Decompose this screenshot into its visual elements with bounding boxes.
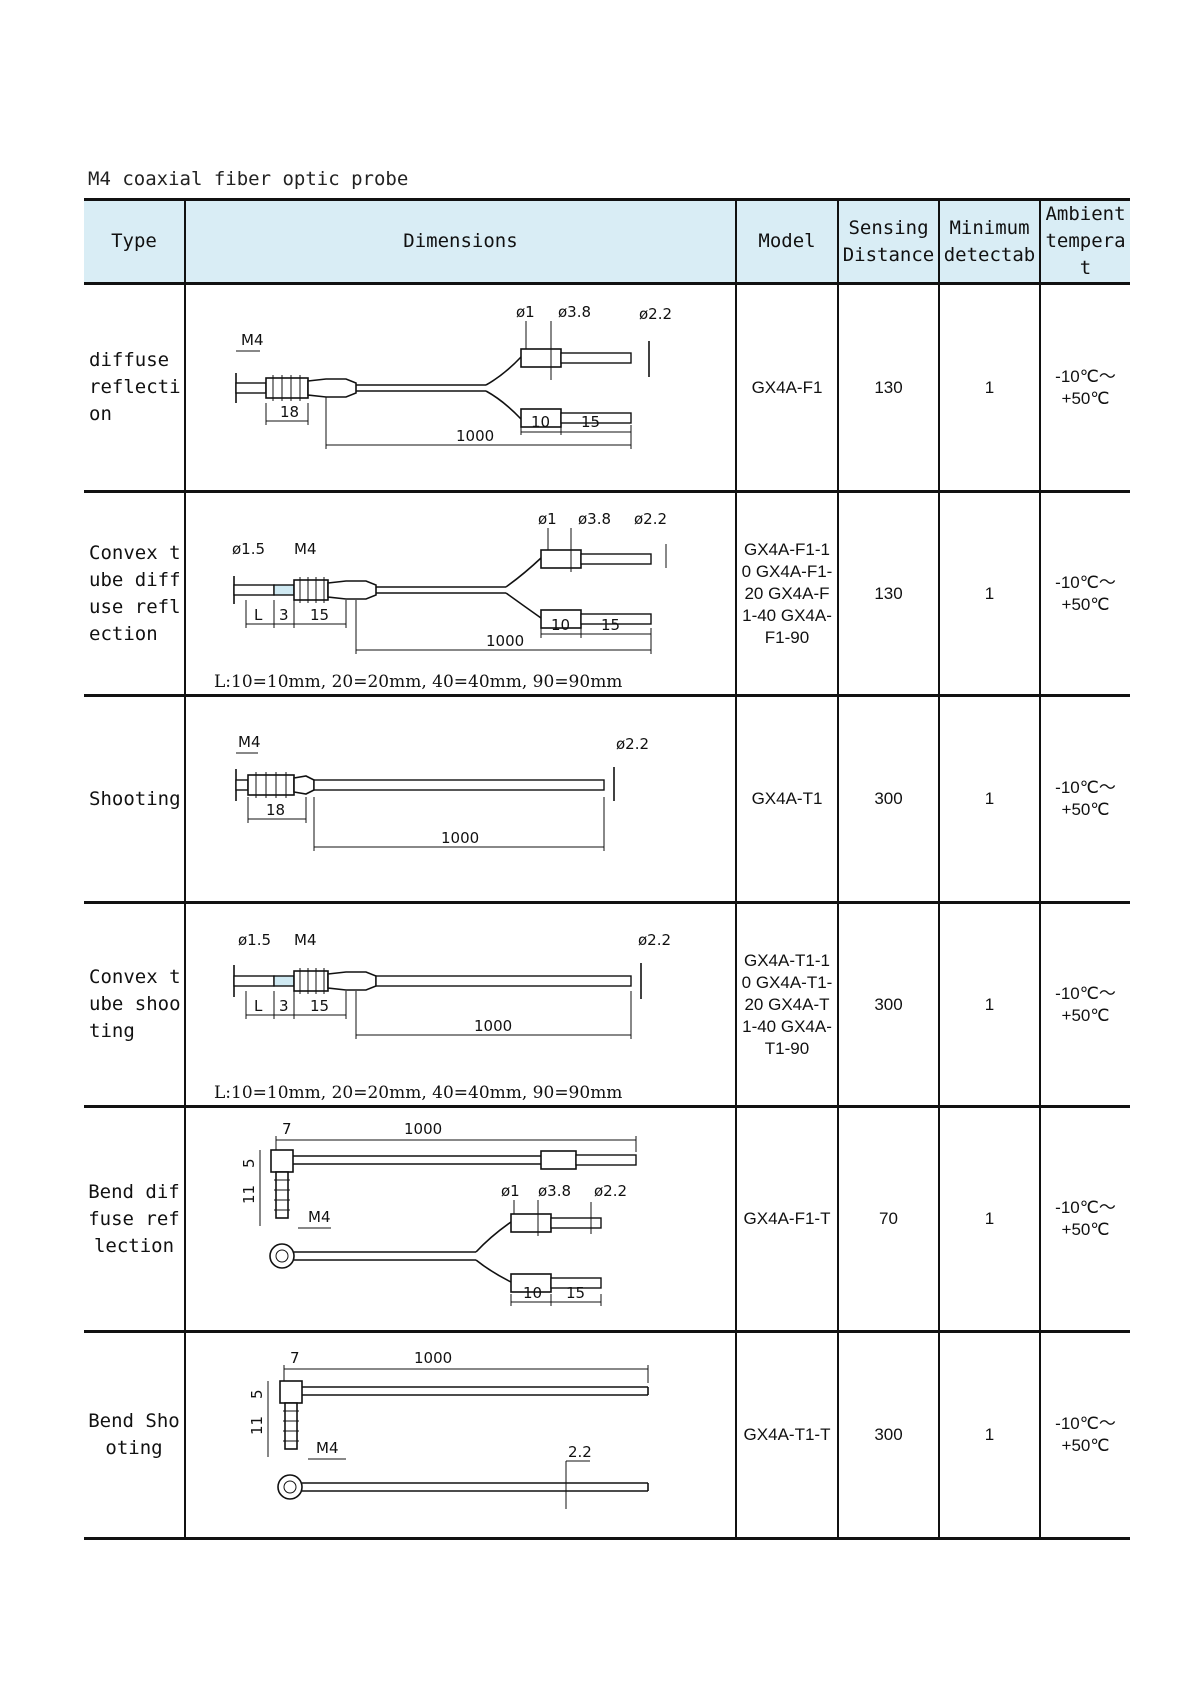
type-cell: diffuse reflection <box>84 283 186 493</box>
dim-thread: M4 <box>241 331 264 349</box>
col-minimum: Minimum detectab <box>938 198 1041 285</box>
dim-tube: ø1.5 <box>232 540 265 558</box>
minimum-cell: 1 <box>938 695 1041 904</box>
dimension-drawing: 7 1000 5 11 M4 <box>184 1106 737 1333</box>
dim-w: 7 <box>282 1120 292 1138</box>
dim-l4: 15 <box>566 1284 585 1302</box>
col-ambient: Ambient temperat <box>1039 198 1130 285</box>
ambient-cell: -10℃～+50℃ <box>1039 902 1130 1108</box>
table-row: Bend diffuse reflection 7 1000 5 11 <box>84 1106 1130 1333</box>
dim-thread: M4 <box>238 733 261 751</box>
dim-l2: 1000 <box>474 1017 512 1035</box>
dim-d3: ø2.2 <box>616 735 649 753</box>
dim-l4: 15 <box>581 413 600 431</box>
table-row: Shooting M4 ø2.2 18 <box>84 695 1130 904</box>
dim-d3: ø2.2 <box>594 1182 627 1200</box>
type-cell: Bend Shooting <box>84 1331 186 1540</box>
dim-l2: 1000 <box>456 427 494 445</box>
type-cell: Convex tube shooting <box>84 902 186 1108</box>
col-sensing: Sensing Distance <box>837 198 940 285</box>
type-cell: Convex tube diffuse reflection <box>84 491 186 697</box>
dim-len: 1000 <box>414 1349 452 1367</box>
dim-l4: 15 <box>601 616 620 634</box>
dim-l3: 10 <box>531 413 550 431</box>
col-type: Type <box>84 198 186 285</box>
sensing-cell: 300 <box>837 695 940 904</box>
dim-h1: 5 <box>248 1389 266 1399</box>
table-row: Bend Shooting 7 1000 5 11 M4 <box>84 1331 1130 1540</box>
dimension-drawing: ø1.5 M4 ø1 ø3.8 ø2.2 L 3 15 1000 <box>184 491 737 697</box>
sensing-cell: 300 <box>837 1331 940 1540</box>
length-note: L:10=10mm, 20=20mm, 40=40mm, 90=90mm <box>214 672 623 692</box>
dim-d2: ø3.8 <box>578 510 611 528</box>
model-cell: GX4A-T1 <box>735 695 839 904</box>
dim-d3: ø2.2 <box>638 931 671 949</box>
dim-3: 3 <box>279 997 289 1015</box>
sensing-cell: 300 <box>837 902 940 1108</box>
dim-d1: ø1 <box>516 303 535 321</box>
ambient-cell: -10℃～+50℃ <box>1039 1331 1130 1540</box>
dim-d2: ø3.8 <box>538 1182 571 1200</box>
spec-table: Type Dimensions Model Sensing Distance M… <box>84 198 1130 1540</box>
dim-l3: 10 <box>523 1284 542 1302</box>
dim-h1: 5 <box>240 1158 258 1168</box>
dim-thread: M4 <box>294 540 317 558</box>
dim-w: 7 <box>290 1349 300 1367</box>
dim-thread: M4 <box>308 1208 331 1226</box>
table-caption: M4 coaxial fiber optic probe <box>88 168 409 190</box>
table-row: Convex tube diffuse reflection ø1.5 M4 <box>84 491 1130 697</box>
type-cell: Bend diffuse reflection <box>84 1106 186 1333</box>
dim-thread: M4 <box>316 1439 339 1457</box>
table-row: diffuse reflection M4 <box>84 283 1130 493</box>
dim-15: 15 <box>310 606 329 624</box>
minimum-cell: 1 <box>938 1106 1041 1333</box>
col-model: Model <box>735 198 839 285</box>
dim-l: L <box>254 997 263 1015</box>
col-dimensions: Dimensions <box>184 198 737 285</box>
minimum-cell: 1 <box>938 491 1041 697</box>
dim-d2: ø3.8 <box>558 303 591 321</box>
dim-l3: 10 <box>551 616 570 634</box>
sensing-cell: 70 <box>837 1106 940 1333</box>
dim-h2: 11 <box>248 1416 266 1435</box>
dim-3: 3 <box>279 606 289 624</box>
dim-d3: ø2.2 <box>634 510 667 528</box>
minimum-cell: 1 <box>938 902 1041 1108</box>
dim-thread: M4 <box>294 931 317 949</box>
dim-d1: ø1 <box>538 510 557 528</box>
minimum-cell: 1 <box>938 283 1041 493</box>
dim-l2: 1000 <box>441 829 479 847</box>
ambient-cell: -10℃～+50℃ <box>1039 491 1130 697</box>
dim-l1: 18 <box>266 801 285 819</box>
model-cell: GX4A-T1-T <box>735 1331 839 1540</box>
model-cell: GX4A-F1 <box>735 283 839 493</box>
dimension-drawing: 7 1000 5 11 M4 <box>184 1331 737 1540</box>
model-cell: GX4A-F1-10 GX4A-F1-20 GX4A-F1-40 GX4A-F1… <box>735 491 839 697</box>
minimum-cell: 1 <box>938 1331 1041 1540</box>
type-cell: Shooting <box>84 695 186 904</box>
length-note: L:10=10mm, 20=20mm, 40=40mm, 90=90mm <box>214 1083 623 1103</box>
header-row: Type Dimensions Model Sensing Distance M… <box>84 198 1130 285</box>
ambient-cell: -10℃～+50℃ <box>1039 1106 1130 1333</box>
dim-l2: 1000 <box>486 632 524 650</box>
dim-h2: 11 <box>240 1185 258 1204</box>
dimension-drawing: M4 ø1 ø3.8 ø2.2 18 1000 10 <box>184 283 737 493</box>
dimension-drawing: ø1.5 M4 ø2.2 L 3 15 1000 L:10=10mm, 20=2… <box>184 902 737 1108</box>
ambient-cell: -10℃～+50℃ <box>1039 283 1130 493</box>
dim-d3: ø2.2 <box>639 305 672 323</box>
dim-l1: 18 <box>280 403 299 421</box>
sensing-cell: 130 <box>837 491 940 697</box>
dim-tube: ø1.5 <box>238 931 271 949</box>
dim-d: 2.2 <box>568 1443 592 1461</box>
model-cell: GX4A-F1-T <box>735 1106 839 1333</box>
model-cell: GX4A-T1-10 GX4A-T1-20 GX4A-T1-40 GX4A-T1… <box>735 902 839 1108</box>
ambient-cell: -10℃～+50℃ <box>1039 695 1130 904</box>
dim-15: 15 <box>310 997 329 1015</box>
dimension-drawing: M4 ø2.2 18 1000 <box>184 695 737 904</box>
sensing-cell: 130 <box>837 283 940 493</box>
dim-len: 1000 <box>404 1120 442 1138</box>
table-row: Convex tube shooting ø1.5 M4 ø2.2 <box>84 902 1130 1108</box>
dim-d1: ø1 <box>501 1182 520 1200</box>
dim-l: L <box>254 606 263 624</box>
